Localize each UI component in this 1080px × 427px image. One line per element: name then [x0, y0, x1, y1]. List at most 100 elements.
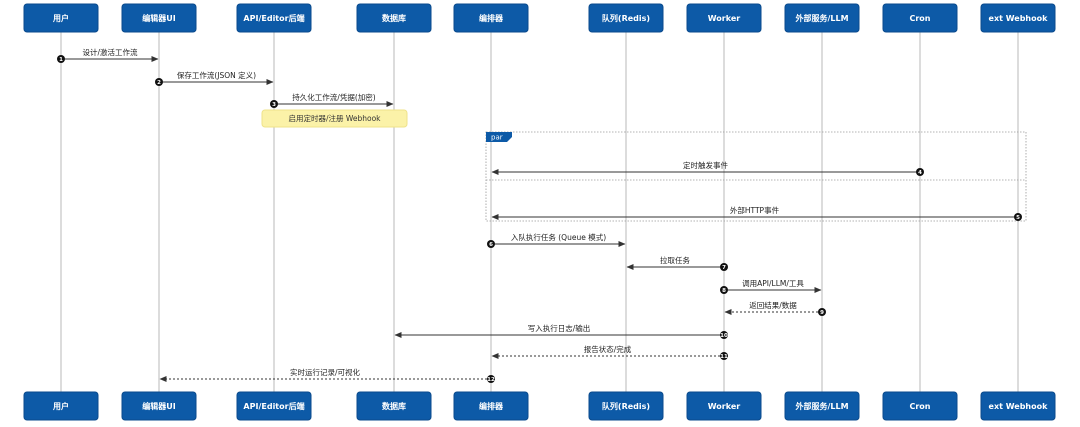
step-number: 4	[918, 170, 922, 176]
step-number-badge	[270, 100, 278, 108]
participant-webhook-bottom: ext Webhook	[980, 391, 1056, 421]
participant-editor_ui-top: 编辑器UI	[121, 3, 197, 33]
participant-worker-top: Worker	[686, 3, 762, 33]
participant-box	[236, 3, 312, 33]
participant-label: 用户	[52, 13, 69, 23]
step-number: 11	[720, 354, 728, 360]
step-number: 1	[59, 57, 63, 63]
participant-queue-top: 队列(Redis)	[588, 3, 664, 33]
participant-user-bottom: 用户	[23, 391, 99, 421]
note-text: 启用定时器/注册 Webhook	[288, 113, 381, 123]
participant-label: 编辑器UI	[142, 13, 175, 23]
message-8: 调用API/LLM/工具8	[720, 279, 822, 294]
message-7: 拉取任务 7	[626, 255, 728, 271]
message-9: 返回结果/数据 9	[724, 300, 826, 316]
message-label: 拉取任务	[660, 255, 690, 265]
message-label: 定时触发事件	[683, 160, 728, 170]
note-box: 启用定时器/注册 Webhook	[261, 109, 408, 128]
participant-label: 编辑器UI	[142, 401, 175, 411]
participant-label: Worker	[708, 402, 741, 411]
participant-label: Cron	[909, 402, 930, 411]
par-frame-tag-label: par	[491, 134, 503, 142]
message-label: 保存工作流(JSON 定义)	[177, 70, 256, 80]
step-number-badge	[57, 55, 65, 63]
participant-box	[882, 391, 958, 421]
participant-label: 队列(Redis)	[602, 13, 650, 23]
participant-box	[121, 391, 197, 421]
step-number: 12	[487, 377, 495, 383]
message-6: 入队执行任务 (Queue 模式) 6	[487, 232, 626, 248]
participant-box	[23, 391, 99, 421]
participant-box	[980, 391, 1056, 421]
step-number: 2	[157, 80, 161, 86]
step-number-badge	[818, 308, 826, 316]
participant-label: API/Editor后端	[243, 13, 304, 23]
step-number: 7	[722, 265, 726, 271]
message-10: 写入执行日志/输出 10	[394, 323, 728, 339]
participant-box	[686, 3, 762, 33]
participant-webhook-top: ext Webhook	[980, 3, 1056, 33]
message-label: 调用API/LLM/工具	[742, 279, 804, 288]
participant-label: 队列(Redis)	[602, 401, 650, 411]
participant-box	[784, 3, 860, 33]
step-number-badge	[155, 78, 163, 86]
step-number: 5	[1016, 215, 1020, 221]
step-number-badge	[720, 286, 728, 294]
participant-box	[453, 391, 529, 421]
message-label: 写入执行日志/输出	[528, 323, 591, 333]
message-label: 实时运行记录/可视化	[290, 367, 361, 377]
participant-label: ext Webhook	[989, 402, 1049, 411]
participant-box	[980, 3, 1056, 33]
message-5: 外部HTTP事件 5	[491, 205, 1022, 221]
participant-orchestrator-top: 编排器	[453, 3, 529, 33]
participant-box	[588, 3, 664, 33]
participant-box	[882, 3, 958, 33]
par-frame-border	[485, 131, 1027, 222]
message-label: 入队执行任务 (Queue 模式)	[511, 232, 606, 242]
message-4: 定时触发事件 4	[491, 160, 924, 176]
participant-external-top: 外部服务/LLM	[784, 3, 860, 33]
step-number: 6	[489, 242, 493, 248]
message-3: 持久化工作流/凭据(加密) 3	[270, 92, 394, 108]
step-number-badge	[1014, 213, 1022, 221]
participant-box	[453, 3, 529, 33]
participant-label: ext Webhook	[989, 14, 1049, 23]
participant-worker-bottom: Worker	[686, 391, 762, 421]
message-label: 持久化工作流/凭据(加密)	[292, 92, 375, 102]
participant-label: 外部服务/LLM	[795, 13, 848, 23]
step-number-badge	[720, 352, 728, 360]
participant-api-top: API/Editor后端	[236, 3, 312, 33]
participant-label: API/Editor后端	[243, 401, 304, 411]
participant-box	[356, 391, 432, 421]
participant-cron-bottom: Cron	[882, 391, 958, 421]
note-background	[261, 109, 408, 128]
participant-api-bottom: API/Editor后端	[236, 391, 312, 421]
participant-db-top: 数据库	[356, 3, 432, 33]
participant-box	[121, 3, 197, 33]
participant-queue-bottom: 队列(Redis)	[588, 391, 664, 421]
participant-db-bottom: 数据库	[356, 391, 432, 421]
step-number: 9	[820, 310, 824, 316]
step-number-badge	[487, 375, 495, 383]
step-number-badge	[720, 331, 728, 339]
participant-box	[356, 3, 432, 33]
step-number-badge	[487, 240, 495, 248]
message-label: 外部HTTP事件	[730, 205, 780, 215]
message-12: 实时运行记录/可视化 12	[159, 367, 495, 383]
participant-label: 数据库	[382, 13, 406, 23]
step-number: 3	[272, 102, 276, 108]
message-2: 保存工作流(JSON 定义) 2	[155, 70, 274, 86]
participant-box	[784, 391, 860, 421]
participant-box	[236, 391, 312, 421]
participant-user-top: 用户	[23, 3, 99, 33]
step-number: 10	[720, 333, 728, 339]
participant-label: 用户	[52, 401, 69, 411]
participant-editor_ui-bottom: 编辑器UI	[121, 391, 197, 421]
message-label: 返回结果/数据	[749, 300, 797, 310]
par-frame-tag	[486, 132, 512, 142]
participant-label: 外部服务/LLM	[795, 401, 848, 411]
